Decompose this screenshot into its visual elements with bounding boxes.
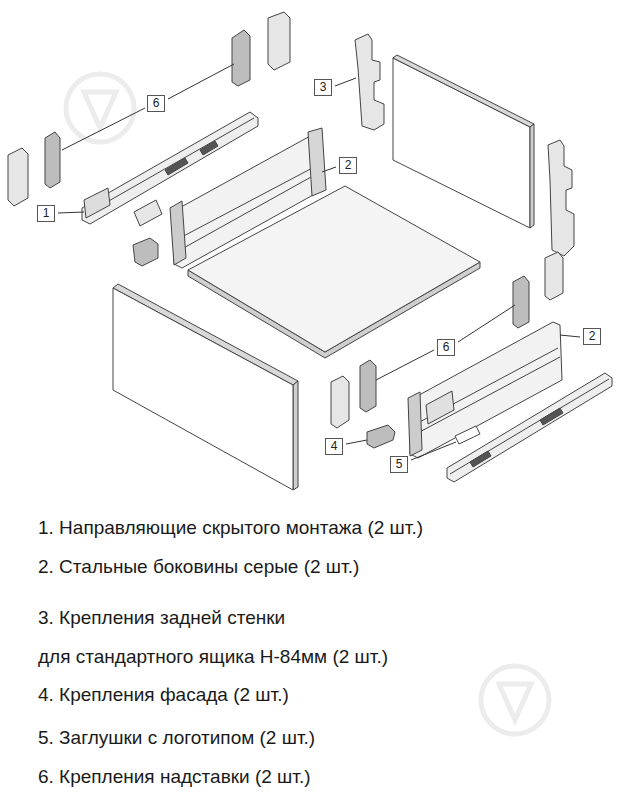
- extension-cap: [331, 376, 349, 428]
- callout-box: 2: [339, 157, 357, 174]
- parts-list-item: 4. Крепления фасада (2 шт.): [38, 675, 598, 714]
- callout-box: 2: [583, 328, 601, 345]
- callout-number: 2: [345, 158, 352, 172]
- front-plate: [134, 200, 162, 226]
- bottom-panel: [188, 186, 480, 352]
- back-fixing: [355, 34, 384, 130]
- parts-list-item: 2. Стальные боковины серые (2 шт.): [38, 547, 598, 586]
- rail-bracket: [84, 188, 110, 218]
- extension-cap: [545, 252, 563, 300]
- leader-line: [560, 335, 580, 337]
- extension-fixing: [232, 30, 250, 86]
- leader-line: [346, 440, 367, 444]
- leader-line: [335, 78, 356, 86]
- side-bracket: [308, 128, 326, 196]
- front-fixing: [367, 425, 395, 448]
- callout-box: 6: [147, 95, 165, 112]
- callout-box: 3: [314, 79, 332, 96]
- logo-cap: [455, 426, 480, 444]
- parts-list-text: 6. Крепления надставки (2 шт.): [38, 766, 311, 787]
- callout-number: 1: [43, 206, 50, 220]
- parts-list-text: 3. Крепления задней стенки для стандартн…: [38, 607, 388, 667]
- side-line: [414, 348, 558, 425]
- steel-side: [410, 322, 562, 458]
- rail-mechanism: [200, 141, 218, 155]
- leader-lines: [58, 64, 580, 460]
- front-edge: [293, 381, 298, 490]
- callout-number: 3: [320, 80, 327, 94]
- parts-list-text: 1. Направляющие скрытого монтажа (2 шт.): [38, 517, 423, 538]
- callout-box: 4: [325, 438, 343, 455]
- leader-line: [168, 64, 234, 99]
- leader-line: [458, 305, 515, 342]
- extension-fixing: [45, 132, 60, 188]
- parts-list-text: 4. Крепления фасада (2 шт.): [38, 684, 289, 705]
- drawer-parts: [8, 12, 612, 490]
- extension-cap: [268, 12, 290, 70]
- leader-line: [411, 442, 456, 460]
- callout-number: 4: [331, 439, 338, 453]
- parts-list-text: 2. Стальные боковины серые (2 шт.): [38, 556, 359, 577]
- extension-fixing: [513, 276, 529, 328]
- callout-number: 6: [153, 96, 160, 110]
- rail-mechanism: [470, 451, 491, 467]
- front-panel: [113, 288, 293, 490]
- wrap-spacer: [290, 598, 598, 637]
- watermark-arrow: [84, 92, 116, 128]
- leader-line: [322, 167, 336, 172]
- callout-box: 1: [37, 205, 55, 222]
- parts-list-item: 3. Крепления задней стенки для стандартн…: [38, 598, 598, 676]
- rail-mechanism: [540, 408, 563, 425]
- leader-line: [58, 212, 84, 213]
- runner-rail: [447, 373, 612, 482]
- extension-fixing: [360, 360, 376, 412]
- back-panel-edge: [530, 124, 534, 228]
- parts-list-item: 6. Крепления надставки (2 шт.): [38, 757, 598, 796]
- callout-box: 6: [437, 339, 455, 356]
- callout-number: 6: [443, 340, 450, 354]
- side-bracket: [408, 392, 422, 456]
- watermark-ring: [481, 666, 549, 734]
- front-fixing: [133, 238, 158, 266]
- parts-list-item: 5. Заглушки с логотипом (2 шт.): [38, 718, 598, 757]
- extension-cap: [8, 148, 28, 206]
- back-fixing: [548, 140, 574, 256]
- back-panel: [393, 58, 530, 228]
- parts-list-item: 1. Направляющие скрытого монтажа (2 шт.): [38, 508, 598, 547]
- parts-list-text: 5. Заглушки с логотипом (2 шт.): [38, 727, 315, 748]
- back-panel-edge: [393, 55, 534, 127]
- rail-mechanism: [165, 158, 188, 175]
- watermark-arrow: [499, 684, 531, 720]
- callout-number: 5: [396, 457, 403, 471]
- callout-box: 5: [390, 456, 408, 473]
- watermark-ring: [66, 74, 134, 142]
- leader-line: [376, 350, 434, 380]
- side-plate: [426, 391, 454, 424]
- side-bracket: [170, 201, 186, 265]
- callout-number: 2: [589, 329, 596, 343]
- rail-line: [450, 379, 609, 474]
- leader-line: [62, 108, 145, 150]
